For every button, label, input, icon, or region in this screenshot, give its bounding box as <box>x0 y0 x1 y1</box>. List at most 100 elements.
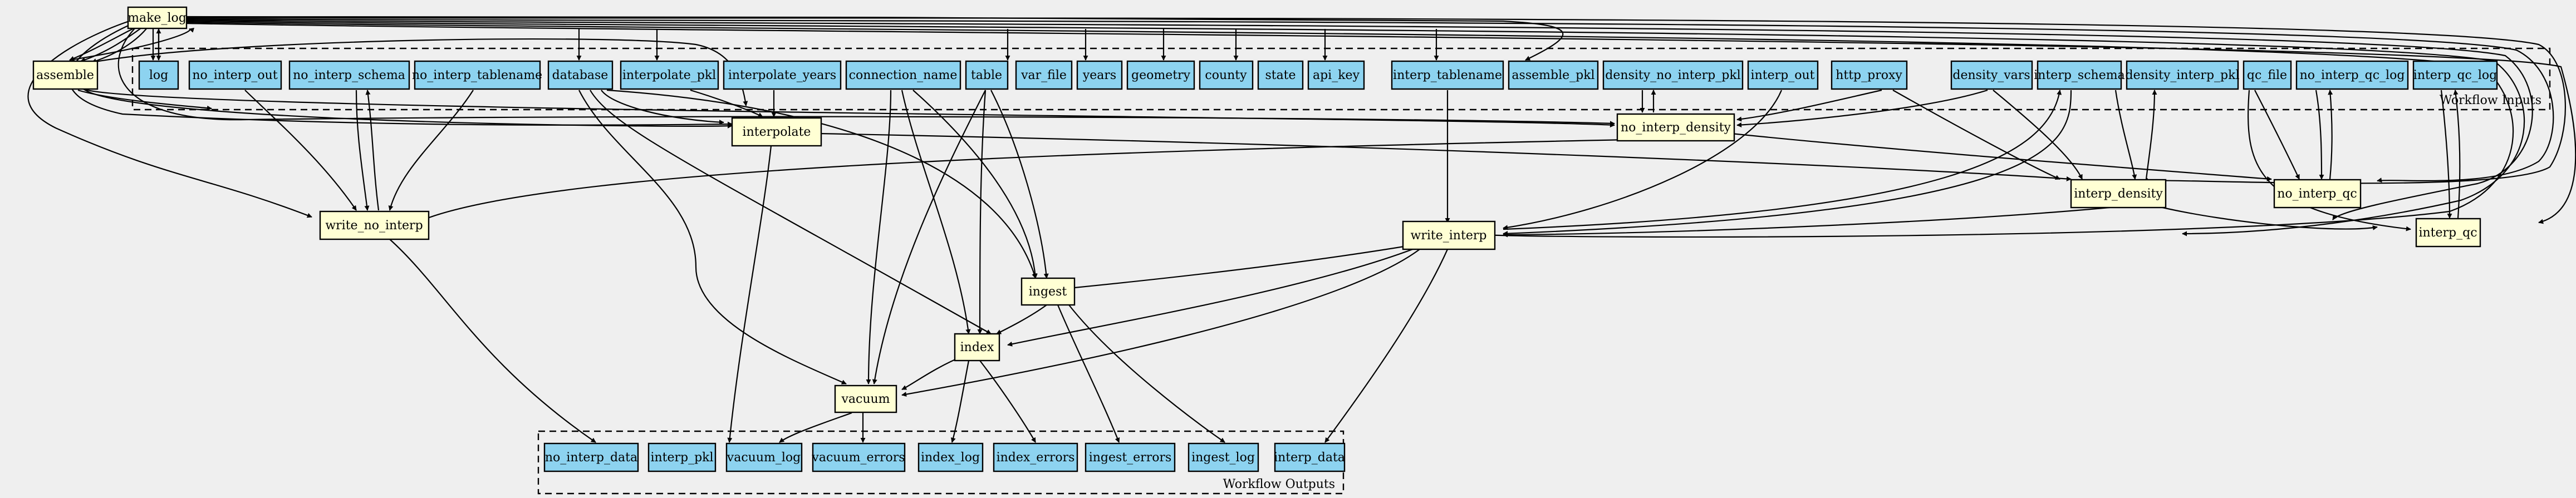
node-interp-tablename[interactable]: interp_tablename <box>1391 60 1504 90</box>
node-geometry[interactable]: geometry <box>1126 60 1195 90</box>
node-no-interp-qc[interactable]: no_interp_qc <box>2273 179 2362 209</box>
edge <box>901 249 1420 397</box>
edge <box>1007 246 1417 347</box>
node-interpolate[interactable]: interpolate <box>731 117 822 147</box>
node-assemble[interactable]: assemble <box>32 60 99 90</box>
node-density-interp-pkl[interactable]: density_interp_pkl <box>2126 60 2240 90</box>
node-http-proxy[interactable]: http_proxy <box>1831 60 1908 90</box>
svg-text:make_log: make_log <box>127 11 187 25</box>
node-no-interp-out[interactable]: no_interp_out <box>188 60 282 90</box>
node-index-errors[interactable]: index_errors <box>993 442 1078 472</box>
edge <box>979 360 1036 443</box>
edge <box>244 90 357 211</box>
edge <box>1068 304 1225 443</box>
node-api-key[interactable]: api_key <box>1307 60 1365 90</box>
svg-text:no_interp_qc_log: no_interp_qc_log <box>2300 68 2405 82</box>
edge <box>2328 90 2333 180</box>
node-interp-data[interactable]: interp_data <box>1274 442 1346 472</box>
node-table[interactable]: table <box>965 60 1009 90</box>
edge <box>1503 90 1783 230</box>
node-ingest[interactable]: ingest <box>1020 277 1076 306</box>
svg-text:interpolate: interpolate <box>743 125 811 139</box>
edge <box>690 89 763 117</box>
edge <box>1324 249 1449 443</box>
svg-text:no_interp_tablename: no_interp_tablename <box>412 68 542 82</box>
edge <box>1503 90 2072 236</box>
svg-text:vacuum_log: vacuum_log <box>727 451 801 465</box>
edge <box>69 28 195 61</box>
svg-text:no_interp_qc: no_interp_qc <box>2277 187 2357 201</box>
node-state[interactable]: state <box>1257 60 1304 90</box>
node-interp-out[interactable]: interp_out <box>1747 60 1819 90</box>
svg-text:qc_file: qc_file <box>2247 68 2287 82</box>
edge <box>601 90 724 125</box>
node-no-interp-schema[interactable]: no_interp_schema <box>288 60 410 90</box>
node-write-interp[interactable]: write_interp <box>1402 220 1496 250</box>
node-vacuum-log[interactable]: vacuum_log <box>725 442 803 472</box>
node-index-log[interactable]: index_log <box>917 442 984 472</box>
edge <box>977 90 987 334</box>
node-var-file[interactable]: var_file <box>1015 60 1073 90</box>
node-write-no-interp[interactable]: write_no_interp <box>319 210 430 240</box>
edge <box>355 90 370 211</box>
node-interp-qc[interactable]: interp_qc <box>2415 218 2481 248</box>
node-vacuum-errors[interactable]: vacuum_errors <box>811 442 906 472</box>
svg-text:vacuum: vacuum <box>841 392 890 406</box>
edge <box>1993 90 2083 180</box>
node-interp-density[interactable]: interp_density <box>2070 179 2167 209</box>
node-density-no-interp-pkl[interactable]: density_no_interp_pkl <box>1602 60 1744 90</box>
svg-text:log: log <box>149 68 168 82</box>
svg-text:interp_pkl: interp_pkl <box>650 451 713 465</box>
svg-text:interp_tablename: interp_tablename <box>1393 68 1502 82</box>
svg-text:interp_schema: interp_schema <box>2034 68 2124 82</box>
edge <box>901 355 964 390</box>
node-no-interp-density[interactable]: no_interp_density <box>1616 113 1735 142</box>
edge <box>606 89 1037 279</box>
node-no-interp-qc-log[interactable]: no_interp_qc_log <box>2295 60 2409 90</box>
node-make-log[interactable]: make_log <box>127 6 188 29</box>
node-database[interactable]: database <box>547 60 614 90</box>
node-interp-pkl[interactable]: interp_pkl <box>647 442 717 472</box>
svg-text:var_file: var_file <box>1020 68 1067 82</box>
svg-text:county: county <box>1205 68 1247 82</box>
edge <box>950 360 970 443</box>
svg-text:write_no_interp: write_no_interp <box>325 219 423 233</box>
edge <box>590 90 992 334</box>
edge <box>83 88 1615 128</box>
svg-text:api_key: api_key <box>1313 68 1360 82</box>
edge <box>578 90 847 385</box>
svg-text:geometry: geometry <box>1131 68 1191 82</box>
node-density-vars[interactable]: density_vars <box>1950 60 2033 90</box>
edge <box>91 38 748 106</box>
node-interpolate-years[interactable]: interpolate_years <box>723 60 842 90</box>
node-qc-file[interactable]: qc_file <box>2243 60 2292 90</box>
svg-text:assemble_pkl: assemble_pkl <box>1512 68 1594 82</box>
edge <box>866 90 892 384</box>
node-ingest-errors[interactable]: ingest_errors <box>1085 442 1176 472</box>
edge <box>2145 90 2157 180</box>
edge <box>1736 89 1882 122</box>
node-years[interactable]: years <box>1076 60 1123 90</box>
edge <box>365 90 380 211</box>
edge <box>1503 90 2062 230</box>
edge <box>872 90 986 384</box>
workflow-outputs-label: Workflow Outputs <box>1223 477 1335 491</box>
node-index[interactable]: index <box>954 333 1000 362</box>
node-interp-schema[interactable]: interp_schema <box>2034 60 2125 90</box>
node-vacuum[interactable]: vacuum <box>834 384 897 413</box>
node-interpolate-pkl[interactable]: interpolate_pkl <box>620 60 719 90</box>
edge <box>990 90 1049 279</box>
node-no-interp-data[interactable]: no_interp_data <box>543 442 639 472</box>
edge <box>186 20 2525 236</box>
edge <box>389 239 596 443</box>
node-log[interactable]: log <box>138 60 179 90</box>
svg-text:density_vars: density_vars <box>1952 68 2030 82</box>
node-connection-name[interactable]: connection_name <box>845 60 961 90</box>
edge <box>186 19 2533 220</box>
node-interp-qc-log[interactable]: interp_qc_log <box>2412 60 2498 90</box>
node-assemble-pkl[interactable]: assemble_pkl <box>1508 60 1599 90</box>
node-no-interp-tablename[interactable]: no_interp_tablename <box>412 60 542 90</box>
svg-text:interp_qc_log: interp_qc_log <box>2413 68 2497 82</box>
node-ingest-log[interactable]: ingest_log <box>1188 442 1259 472</box>
node-county[interactable]: county <box>1199 60 1254 90</box>
